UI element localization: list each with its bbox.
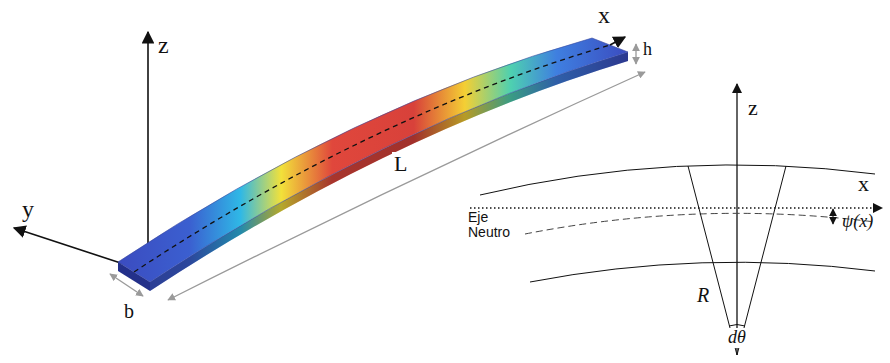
axis-label: x xyxy=(858,172,869,196)
beam-centerline xyxy=(134,45,610,272)
x-axis xyxy=(470,207,882,208)
angle-arc xyxy=(729,325,745,327)
axis-label: x xyxy=(598,2,610,28)
dimension-label: b xyxy=(124,300,134,322)
z-axis xyxy=(147,32,149,272)
neutral-axis xyxy=(525,213,875,234)
radius-label: R xyxy=(697,284,709,306)
top-fiber xyxy=(480,165,875,195)
x-axis xyxy=(610,37,625,45)
height-dimension xyxy=(635,44,636,64)
angle-label: dθ xyxy=(726,328,748,348)
radius-line xyxy=(688,166,737,355)
offset-label: ψ(x) xyxy=(842,212,873,232)
axis-label: z xyxy=(748,96,758,120)
beam-side xyxy=(150,52,628,291)
axis-label: z xyxy=(158,32,169,58)
beam-top xyxy=(118,38,628,282)
width-dimension xyxy=(110,274,143,296)
z-axis xyxy=(736,84,737,355)
length-dimension xyxy=(168,72,645,300)
beam-side-shade xyxy=(150,52,628,291)
dimension-label: L xyxy=(392,152,409,176)
neutral-axis-label: Eje Neutro xyxy=(468,210,518,241)
bottom-fiber xyxy=(530,262,875,282)
offset-arrow xyxy=(833,209,834,224)
dimension-label: h xyxy=(643,40,652,60)
radius-line xyxy=(737,166,786,355)
axis-label: y xyxy=(22,196,34,222)
